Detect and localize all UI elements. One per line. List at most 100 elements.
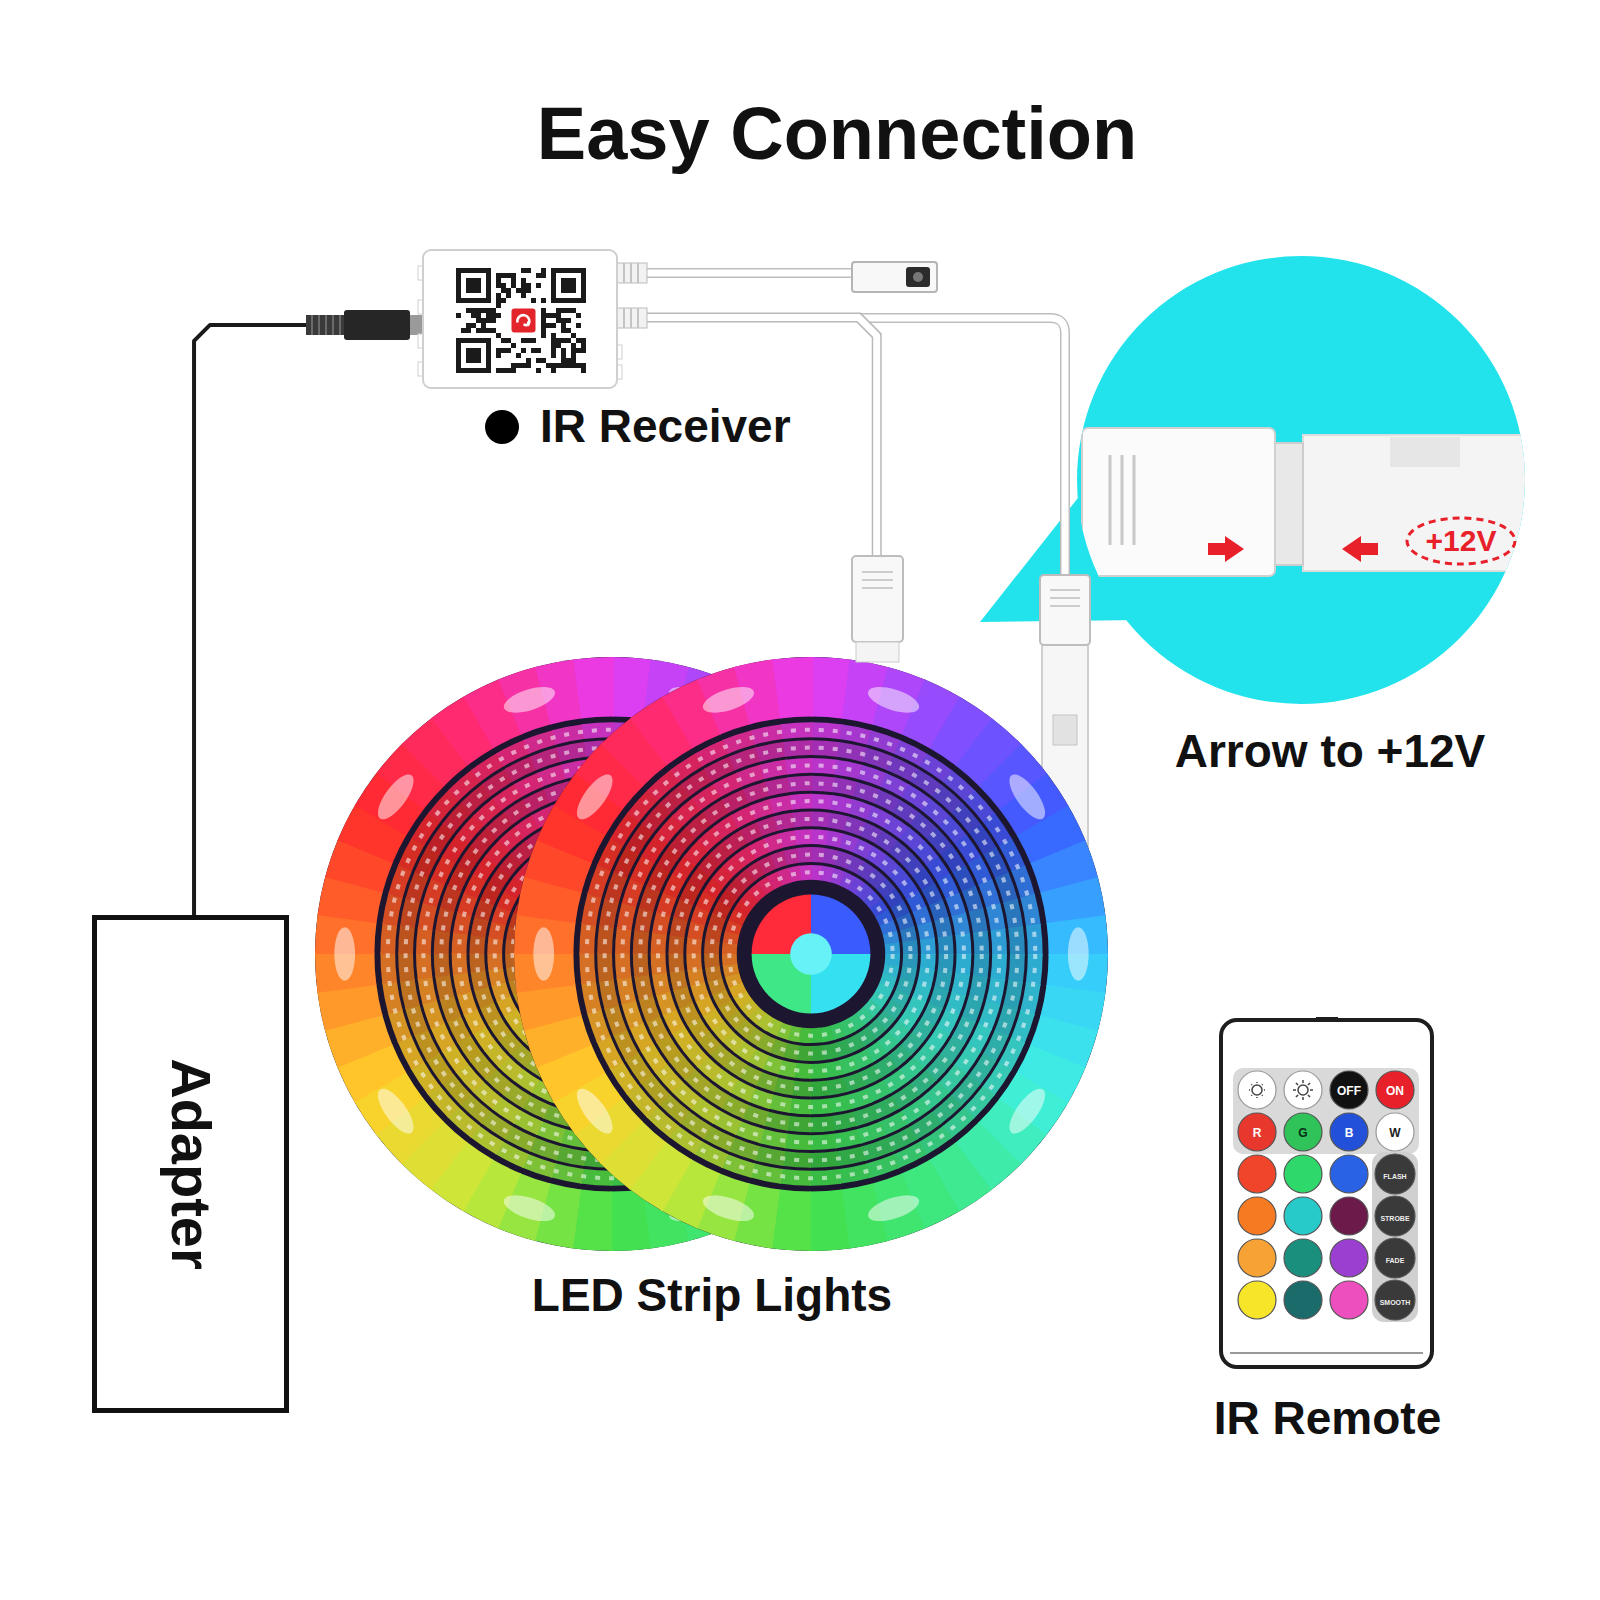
qr-module xyxy=(561,363,566,368)
qr-module xyxy=(521,268,526,273)
button-label: FADE xyxy=(1386,1257,1405,1264)
plug-grooves xyxy=(862,572,893,588)
qr-module xyxy=(506,288,511,293)
coil-segment xyxy=(750,1163,783,1184)
qr-module xyxy=(541,328,546,333)
connector-mouth xyxy=(1275,443,1303,565)
qr-module xyxy=(511,343,516,348)
qr-module xyxy=(546,323,551,328)
red-arrow xyxy=(1208,536,1244,562)
qr-module xyxy=(511,363,516,368)
qr-finder xyxy=(551,268,586,303)
plug-sleeve xyxy=(306,315,346,335)
qr-module xyxy=(551,338,556,343)
logo-mark xyxy=(517,315,529,325)
button-slot: R xyxy=(1253,1123,1262,1141)
qr-module xyxy=(561,328,566,333)
qr-module xyxy=(576,338,581,343)
qr-module xyxy=(541,273,546,278)
qr-module xyxy=(506,293,511,298)
qr-module xyxy=(571,343,576,348)
qr-module xyxy=(466,323,471,328)
reel-window xyxy=(501,682,558,718)
qr-module xyxy=(476,308,481,313)
qr-module xyxy=(506,348,511,353)
connector-group xyxy=(194,325,423,915)
button-slot: ON xyxy=(1386,1081,1404,1099)
strip-chip xyxy=(1053,715,1077,745)
exit-ridges xyxy=(624,308,638,328)
qr-module xyxy=(541,318,546,323)
qr-module xyxy=(551,323,556,328)
qr-module xyxy=(471,323,476,328)
coil-band xyxy=(704,847,918,1061)
button-slot: FLASH xyxy=(1383,1165,1406,1183)
button-label: OFF xyxy=(1337,1085,1361,1097)
key-panel xyxy=(1233,1068,1419,1154)
coil-band xyxy=(597,740,1025,1168)
brightness-icon xyxy=(1298,1085,1308,1095)
qr-module xyxy=(571,333,576,338)
qr-module xyxy=(551,343,556,348)
button-label: ON xyxy=(1386,1085,1404,1097)
callout-caption: Arrow to +12V xyxy=(1175,725,1486,777)
qr-module xyxy=(486,313,491,318)
voltage-mark: +12V xyxy=(1426,521,1497,561)
qr-module xyxy=(566,358,571,363)
remote-button xyxy=(1330,1197,1368,1235)
remote-button xyxy=(1330,1071,1368,1109)
qr-module xyxy=(556,338,561,343)
adapter-box: Adapter xyxy=(92,915,289,1413)
reel-window xyxy=(501,1190,558,1226)
qr-module xyxy=(541,358,546,363)
remote-button xyxy=(1284,1239,1322,1277)
qr-module xyxy=(526,358,531,363)
power-cable xyxy=(194,325,423,915)
qr-module xyxy=(466,328,471,333)
qr-finder xyxy=(456,268,491,303)
qr-module xyxy=(581,343,586,348)
coil-segment xyxy=(581,893,602,926)
qr-module xyxy=(491,318,496,323)
qr-module xyxy=(521,288,526,293)
reel-windows xyxy=(533,682,1088,1227)
button-label: B xyxy=(1345,1127,1354,1139)
qr-finder xyxy=(461,343,486,368)
coil-segment xyxy=(557,742,588,762)
text-slot: IR Remote xyxy=(1150,1392,1505,1444)
qr-finder xyxy=(556,273,581,298)
dashed-ring xyxy=(1407,518,1515,564)
remote-seam xyxy=(1230,1352,1423,1354)
app-logo xyxy=(512,309,536,333)
qr-module xyxy=(556,308,561,313)
qr-module xyxy=(491,308,496,313)
red-arrow xyxy=(1342,536,1378,562)
remote-body xyxy=(1221,1020,1432,1367)
qr-module xyxy=(556,318,561,323)
qr-module xyxy=(581,338,586,343)
reel-window xyxy=(1068,927,1089,980)
rim-segment xyxy=(809,1190,850,1251)
coil-segment xyxy=(1003,899,1023,930)
qr-module xyxy=(541,308,546,313)
text-slot: +12V xyxy=(1411,521,1511,561)
qr-module xyxy=(481,318,486,323)
remote-node: IR Remote xyxy=(1150,1020,1505,1450)
coil-segment xyxy=(811,722,843,739)
coil-segment xyxy=(382,893,403,926)
strip-tape xyxy=(1303,435,1563,571)
strip-stub xyxy=(856,642,899,662)
qr-module xyxy=(556,363,561,368)
wire-outline xyxy=(617,268,852,278)
title-slot: Easy Connection xyxy=(437,96,1237,172)
qr-module xyxy=(496,333,501,338)
button-slot: SMOOTH xyxy=(1380,1291,1411,1309)
remote-button xyxy=(1376,1113,1414,1151)
reel-window xyxy=(571,1083,619,1138)
remote-button xyxy=(1330,1155,1368,1193)
qr-module xyxy=(481,323,486,328)
qr-module xyxy=(561,358,566,363)
coil-segment xyxy=(551,1163,584,1184)
qr-module xyxy=(561,308,566,313)
button-label: SMOOTH xyxy=(1380,1299,1411,1306)
